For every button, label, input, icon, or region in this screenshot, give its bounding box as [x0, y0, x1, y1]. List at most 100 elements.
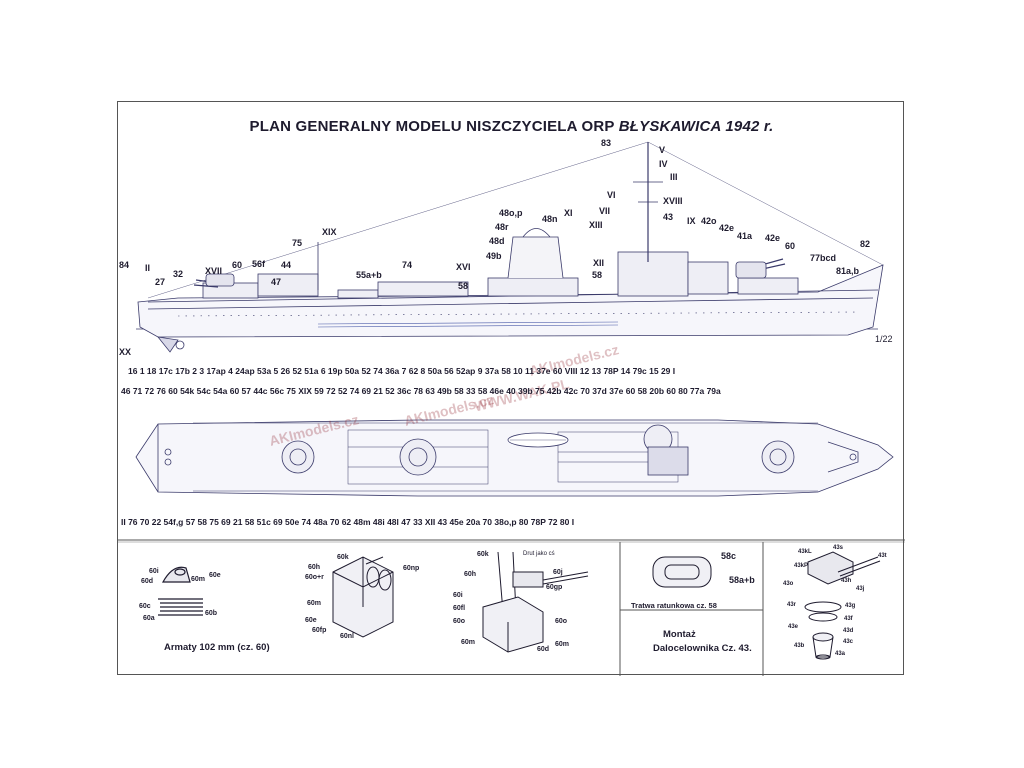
- part-label: 60m: [461, 639, 476, 646]
- part-label: 60m: [191, 576, 206, 583]
- part-label: 58a+b: [729, 575, 755, 585]
- part-label: VI: [607, 190, 616, 200]
- panel-caption: Montaż: [663, 629, 696, 640]
- part-label: 43o: [783, 581, 794, 587]
- part-label: 43c: [843, 639, 854, 645]
- part-label: 60gp: [546, 584, 563, 591]
- part-label: 60e: [305, 617, 317, 624]
- part-label: XII: [593, 258, 605, 268]
- part-label: 43h: [841, 578, 852, 584]
- part-label: 43g: [845, 603, 856, 609]
- part-label: IV: [659, 159, 668, 169]
- section-numbers-row: 46 71 72 76 60 54k 54c 54a 60 57 44c 56c…: [121, 386, 721, 396]
- part-label: 60fl: [453, 605, 466, 612]
- bottom-panels: [118, 539, 905, 676]
- part-label: 60d: [141, 578, 154, 585]
- part-label: II: [145, 263, 151, 273]
- part-label: 60o+r: [305, 574, 324, 581]
- part-label: 42e: [765, 233, 781, 243]
- part-label: 32: [173, 269, 184, 279]
- part-label: 43: [663, 212, 674, 222]
- part-label: 56f: [252, 259, 266, 269]
- panel-caption: Armaty 102 mm (cz. 60): [164, 642, 270, 653]
- panel-caption: Dalocelownika Cz. 43.: [653, 643, 752, 654]
- part-label: 43kP: [794, 563, 809, 569]
- part-label: XIII: [589, 220, 603, 230]
- gun-parts: [158, 566, 203, 616]
- part-label: 60m: [307, 600, 322, 607]
- raft: [652, 556, 712, 588]
- part-label: 43kL: [798, 549, 812, 555]
- ship-drawing: [118, 141, 905, 676]
- part-label: 43r: [787, 602, 797, 608]
- section-numbers-row: 16 1 18 17c 17b 2 3 17ap 4 24ap 53a 5 26…: [128, 366, 676, 376]
- part-label: 60b: [205, 610, 218, 617]
- part-label: 48o,p: [499, 208, 523, 218]
- part-label: 48r: [495, 222, 509, 232]
- mount-iso: [482, 551, 589, 653]
- part-label: 75: [292, 238, 303, 248]
- part-label: 60e: [209, 572, 221, 579]
- part-label: 60o: [453, 618, 466, 625]
- part-label: XVI: [456, 262, 471, 272]
- part-label: 55a+b: [356, 270, 382, 280]
- part-label: IX: [687, 216, 696, 226]
- part-label: 60h: [464, 571, 477, 578]
- part-label: 49b: [486, 251, 502, 261]
- part-label: Drut jako cś: [523, 551, 555, 557]
- part-label: 60j: [553, 569, 563, 576]
- part-label: 83: [601, 138, 612, 148]
- part-label: 48n: [542, 214, 558, 224]
- part-label: 60: [232, 260, 243, 270]
- part-label: 60nl: [340, 633, 355, 640]
- part-label: 27: [155, 277, 166, 287]
- part-label: V: [659, 145, 666, 155]
- part-label: VII: [599, 206, 611, 216]
- part-label: 43a: [835, 651, 846, 657]
- part-label: 60k: [477, 551, 489, 558]
- part-label: 60: [785, 241, 796, 251]
- top-view: [135, 419, 894, 497]
- part-label: XI: [564, 208, 573, 218]
- part-label: 43f: [844, 616, 853, 622]
- part-label: 43e: [788, 624, 799, 630]
- part-label: 43t: [878, 553, 887, 559]
- part-label: XIX: [322, 227, 337, 237]
- panel-caption: Tratwa ratunkowa cz. 58: [631, 601, 717, 610]
- part-label: 60h: [308, 564, 321, 571]
- part-label: 60d: [537, 646, 550, 653]
- part-label: XX: [119, 347, 132, 357]
- porthole-row: [177, 311, 859, 317]
- part-label: 47: [271, 277, 282, 287]
- turret-iso: [332, 556, 394, 638]
- section-numbers-row: II 76 70 22 54f,g 57 58 75 69 21 58 51c …: [121, 517, 575, 527]
- page-title: PLAN GENERALNY MODELU NISZCZYCIELA ORP B…: [249, 118, 774, 135]
- part-label: 42e: [719, 223, 735, 233]
- part-label: 58c: [721, 551, 737, 561]
- part-label: XVIII: [663, 196, 683, 206]
- part-label: 42o: [701, 216, 717, 226]
- part-label: 43j: [856, 586, 865, 592]
- part-label: 60m: [555, 641, 570, 648]
- part-label: III: [670, 172, 678, 182]
- scale-mark: 1/22: [875, 334, 893, 344]
- part-label: 74: [402, 260, 413, 270]
- rangefinder: [804, 551, 881, 660]
- part-label: 60c: [139, 603, 151, 610]
- part-label: 81a,b: [836, 266, 860, 276]
- part-label: 60a: [143, 615, 155, 622]
- part-label: 60k: [337, 554, 349, 561]
- part-label: 60i: [149, 568, 159, 575]
- drawing-sheet: PLAN GENERALNY MODELU NISZCZYCIELA ORP B…: [117, 101, 905, 676]
- part-label: 60fp: [312, 627, 327, 634]
- part-label: 43d: [843, 628, 854, 634]
- part-label: 58: [592, 270, 603, 280]
- part-label: 60i: [453, 592, 463, 599]
- part-label: 58: [458, 281, 469, 291]
- part-label: 82: [860, 239, 871, 249]
- part-label: 60o: [555, 618, 568, 625]
- part-label: 84: [119, 260, 130, 270]
- part-label: XVII: [205, 266, 223, 276]
- part-label: 43b: [794, 643, 805, 649]
- part-label: 60np: [403, 565, 420, 572]
